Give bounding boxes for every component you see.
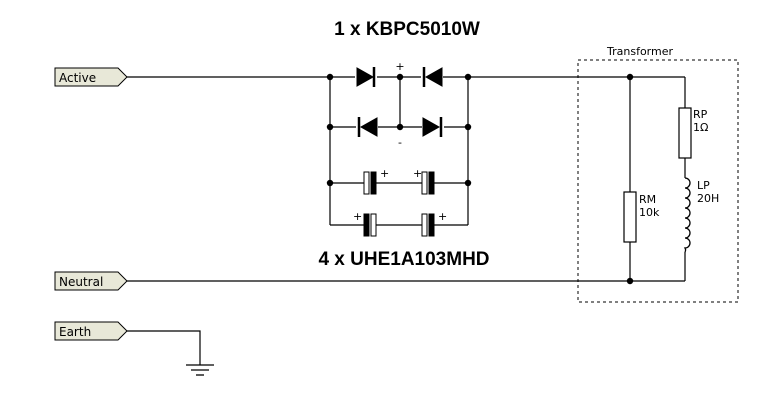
inductor-lp[interactable] <box>683 177 691 253</box>
diode-d4[interactable] <box>422 117 443 137</box>
cap-c2-plus: + <box>413 167 422 180</box>
ground-icon <box>186 364 214 376</box>
capacitor-c1[interactable] <box>363 171 377 195</box>
port-active[interactable]: Active <box>54 67 128 87</box>
rm-name: RM <box>639 193 656 206</box>
bridge-title: 1 x KBPC5010W <box>334 19 480 40</box>
bridge-minus-mark: - <box>398 136 402 149</box>
junction-dots <box>326 73 634 285</box>
cap-c1-plus: + <box>380 167 389 180</box>
cap-c3-plus: + <box>353 210 362 223</box>
port-earth-label: Earth <box>59 325 91 339</box>
port-earth[interactable]: Earth <box>54 321 128 341</box>
diode-d2[interactable] <box>422 67 443 87</box>
diode-d1[interactable] <box>356 67 376 87</box>
capacitor-c3[interactable] <box>363 213 377 237</box>
rm-value: 10k <box>639 206 660 219</box>
wires <box>127 76 686 365</box>
lp-value: 20H <box>697 192 719 205</box>
resistor-rp[interactable]: RP 1Ω <box>678 107 708 159</box>
resistor-rm[interactable]: RM 10k <box>623 191 660 243</box>
port-neutral[interactable]: Neutral <box>54 271 128 291</box>
diode-d3[interactable] <box>357 117 378 137</box>
capacitor-c4[interactable] <box>421 213 435 237</box>
port-neutral-label: Neutral <box>59 275 103 289</box>
port-active-label: Active <box>59 71 96 85</box>
cap-c4-plus: + <box>438 210 447 223</box>
transformer-block[interactable]: Transformer <box>577 45 739 303</box>
bridge-plus-mark: + <box>395 60 404 73</box>
lp-name: LP <box>697 179 710 192</box>
capacitor-c2[interactable] <box>421 171 435 195</box>
rp-value: 1Ω <box>693 121 708 134</box>
rp-name: RP <box>693 108 708 121</box>
capacitor-title: 4 x UHE1A103MHD <box>318 249 489 270</box>
transformer-label: Transformer <box>606 45 673 58</box>
